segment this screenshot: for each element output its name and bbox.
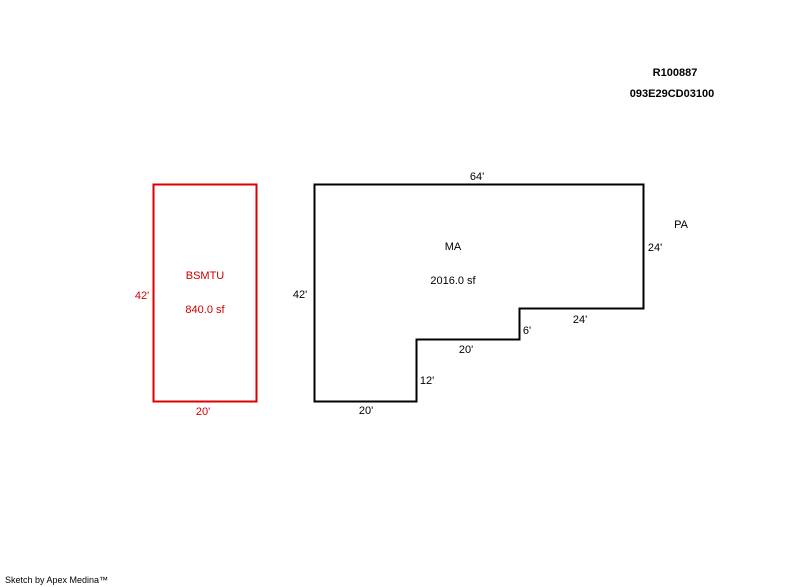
main-area-code: MA — [445, 241, 462, 253]
basement-dim-bottom: 20' — [196, 406, 210, 418]
main-dim-step-mid: 20' — [459, 344, 473, 356]
main-dim-step-top: 24' — [573, 314, 587, 326]
main-dim-top: 64' — [470, 171, 484, 183]
parcel-id: 093E29CD03100 — [630, 88, 714, 100]
main-area-outline — [313, 183, 645, 403]
sketch-credit: Sketch by Apex Medina™ — [5, 575, 108, 585]
basement-dim-left: 42' — [135, 290, 149, 302]
main-dim-step-rise-lower: 12' — [420, 375, 434, 387]
account-id: R100887 — [653, 67, 698, 79]
main-dim-step-rise-upper: 6' — [523, 325, 531, 337]
basement-outline — [152, 183, 258, 403]
basement-area: 840.0 sf — [185, 304, 225, 316]
main-dim-right: 24' — [648, 242, 662, 254]
basement-code: BSMTU — [186, 270, 225, 282]
main-area-size: 2016.0 sf — [430, 275, 476, 287]
main-dim-bottom: 20' — [359, 405, 373, 417]
patio-code: PA — [674, 219, 689, 231]
main-dim-left: 42' — [293, 289, 307, 301]
